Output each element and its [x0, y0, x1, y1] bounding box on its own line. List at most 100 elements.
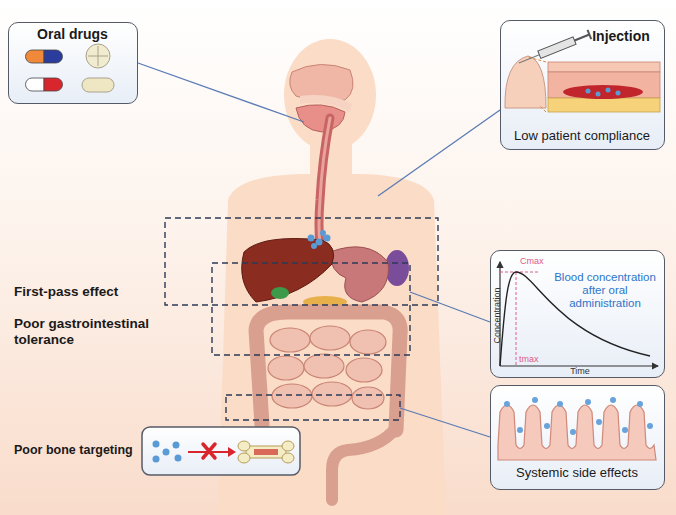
drug-particle [637, 401, 643, 407]
drug-particle [570, 429, 576, 435]
drug-particle [320, 230, 326, 236]
palate [300, 95, 352, 112]
bone-end [238, 441, 250, 451]
zoom-line [528, 57, 546, 112]
oblong-tablet [82, 78, 114, 92]
problem-label: First-pass effect [14, 284, 164, 300]
intestine-loop [272, 384, 312, 408]
injection-panel: InjectionLow patient compliance [500, 20, 665, 150]
y-axis [499, 262, 500, 366]
syringe-plunger [575, 35, 590, 41]
tongue [296, 105, 345, 132]
region-outlines [165, 218, 438, 420]
bone-marrow [254, 449, 278, 455]
drug-particle [557, 401, 563, 407]
x-axis [500, 365, 658, 366]
villi-illustration [498, 397, 656, 460]
drug-particle [606, 88, 611, 93]
cmax-line [500, 272, 540, 273]
intestine-loop [270, 328, 310, 352]
drug-particle [153, 441, 160, 448]
fat-layer [548, 98, 660, 112]
capsule-half [44, 50, 63, 63]
drug-particle [504, 401, 510, 407]
syringe-plunger [588, 30, 592, 39]
dermis [548, 72, 660, 98]
bone-symbol [238, 441, 294, 463]
villi-panel: Systemic side effects [490, 385, 665, 490]
intestine-loop [304, 354, 344, 378]
drug-particle [622, 427, 628, 433]
drug-particle [311, 243, 317, 249]
bone-end [238, 453, 250, 463]
drug-particle [586, 89, 591, 94]
leader-line [400, 408, 490, 437]
intestine-loop [346, 358, 382, 382]
intestine-loop [312, 382, 352, 406]
panel-title: Oral drugs [9, 26, 136, 42]
gallbladder [271, 287, 289, 299]
drug-particle [585, 399, 591, 405]
esophagus [319, 118, 330, 246]
problem-label: Poor gastrointestinal tolerance [14, 316, 199, 348]
cross-mark [203, 444, 215, 458]
bone-panel [142, 427, 300, 475]
leader-line [138, 63, 304, 122]
drug-particle [610, 397, 616, 403]
drug-particle [596, 92, 601, 97]
intestine-loop [268, 356, 304, 380]
dashed-region [226, 395, 400, 420]
capsule-half [26, 78, 44, 91]
capsule-half [26, 50, 44, 63]
capsule-half [44, 78, 63, 91]
rectum [332, 428, 396, 500]
drug-particle [647, 423, 653, 429]
dashed-region [165, 218, 438, 305]
syringe [517, 30, 591, 68]
leader-lines [138, 63, 500, 437]
chart-panel: Blood concentration after oral administr… [490, 250, 665, 378]
tmax-line [516, 272, 517, 366]
drug-particles [308, 230, 331, 249]
drug-particle [163, 449, 170, 456]
finger [505, 56, 546, 108]
panel-title: Systemic side effects [491, 466, 663, 481]
injection-illustration [505, 30, 660, 112]
drug-particle [153, 456, 160, 463]
intestine-loop [352, 387, 384, 409]
drug-particle [544, 423, 550, 429]
epidermis [548, 62, 660, 72]
esophagus-lumen [319, 118, 330, 246]
leader-line [378, 110, 500, 196]
colon [256, 312, 400, 430]
pill-icons [26, 44, 115, 92]
bone-end [282, 441, 294, 451]
blood-vessel [563, 85, 643, 99]
arrow-head [228, 447, 236, 457]
round-tablet [86, 44, 110, 68]
concentration-chart [500, 262, 658, 366]
drug-particle [616, 91, 621, 96]
dashed-region [212, 263, 410, 355]
intestine-loop [310, 326, 350, 350]
drug-particle [517, 427, 523, 433]
intestine-loop [350, 330, 386, 354]
small-intestine [268, 326, 386, 409]
drug-particle [596, 419, 602, 425]
panel-title: Injection [581, 28, 661, 44]
drug-particle [308, 235, 315, 242]
tablet-score [88, 46, 108, 66]
panel-title: Blood concentration after oral administr… [551, 271, 659, 311]
problem-label: Poor bone targeting [14, 443, 142, 458]
stomach [330, 247, 388, 302]
drug-particle [173, 442, 180, 449]
drug-particles [153, 441, 182, 463]
concentration-curve [500, 272, 650, 366]
drug-particle [175, 455, 182, 462]
intestinal-villi [498, 405, 656, 460]
bone-end [282, 453, 294, 463]
syringe-barrel [538, 37, 576, 59]
